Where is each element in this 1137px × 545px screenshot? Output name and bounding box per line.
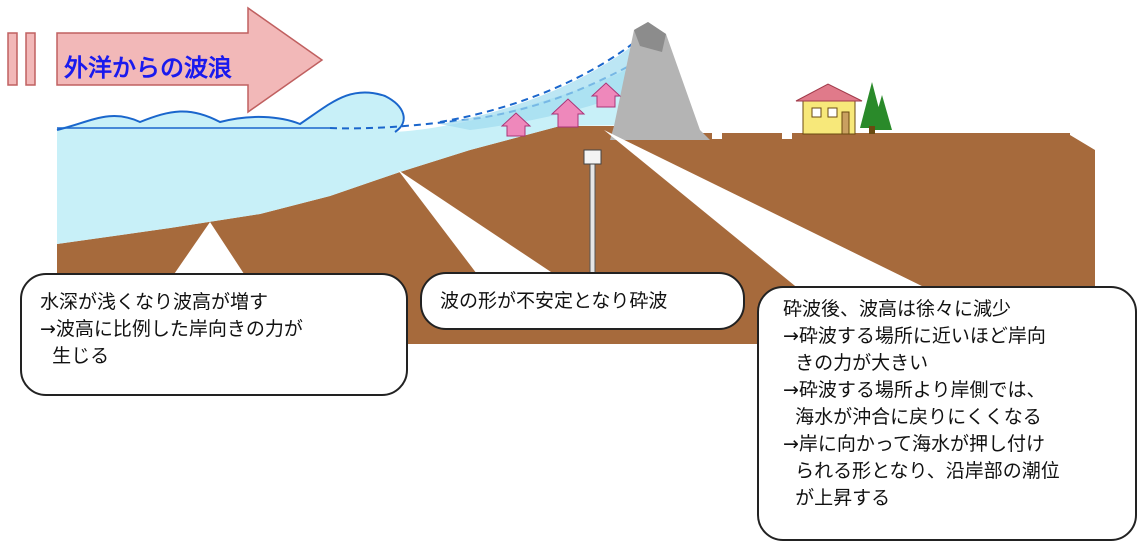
seawall xyxy=(610,22,710,140)
shoreward-force-arrows xyxy=(500,82,622,137)
force-arrow-3 xyxy=(590,82,622,108)
shore-notch-1 xyxy=(712,133,722,139)
runup-band xyxy=(440,40,640,130)
house-window-2 xyxy=(827,107,838,118)
house xyxy=(795,83,863,135)
tide-gauge-sensor xyxy=(583,149,602,165)
callout-line: 波の形が不安定となり砕波 xyxy=(440,290,668,312)
tree-2 xyxy=(872,95,892,130)
incoming-wave-arrow xyxy=(7,6,324,114)
arrow-tail-bar-2 xyxy=(25,32,36,86)
wave-surface-line xyxy=(56,91,405,133)
house-door xyxy=(841,111,850,135)
arrow-body xyxy=(56,6,324,114)
callout-line: が上昇する xyxy=(783,487,891,509)
pointer-middle xyxy=(398,170,560,278)
callout-wave-setup: 砕波後、波高は徐々に減少 →砕波する場所に近いほど岸向 きの力が大きい →砕波す… xyxy=(757,286,1137,541)
arrow-tail-bar-1 xyxy=(7,32,18,86)
callout-line: 砕波後、波高は徐々に減少 xyxy=(783,298,1012,320)
callout-shoaling: 水深が浅くなり波高が増す →波高に比例した岸向きの力が 生じる xyxy=(20,273,408,396)
shore-notch-2 xyxy=(782,133,792,139)
callout-line: →波高に比例した岸向きの力が xyxy=(40,318,303,340)
callout-line: →岸に向かって海水が押し付け xyxy=(783,433,1045,455)
pointer-left xyxy=(170,222,248,280)
house-window-1 xyxy=(811,107,822,118)
seawall-body xyxy=(610,22,710,140)
banner-title: 外洋からの波浪 xyxy=(64,54,232,82)
force-arrow-1 xyxy=(500,112,532,137)
seawall-cap xyxy=(634,22,666,52)
tree-trunk xyxy=(869,126,875,134)
force-arrow-2 xyxy=(550,98,586,128)
callout-line: られる形となり、沿岸部の潮位 xyxy=(783,460,1060,482)
callout-line: →砕波する場所に近いほど岸向 xyxy=(783,325,1046,347)
house-roof xyxy=(795,83,863,102)
callout-line: 水深が浅くなり波高が増す xyxy=(40,291,269,313)
callout-line: →砕波する場所より岸側では、 xyxy=(783,379,1046,401)
trees xyxy=(860,82,892,134)
pointer-right xyxy=(604,130,930,290)
runup-upper-line xyxy=(439,37,641,123)
callout-breaking: 波の形が不安定となり砕波 xyxy=(420,272,745,330)
sea-water xyxy=(57,70,640,244)
callout-line: きの力が大きい xyxy=(783,352,929,374)
callout-line: 海水が沖合に戻りにくくなる xyxy=(783,406,1042,428)
callout-line: 生じる xyxy=(40,345,110,367)
